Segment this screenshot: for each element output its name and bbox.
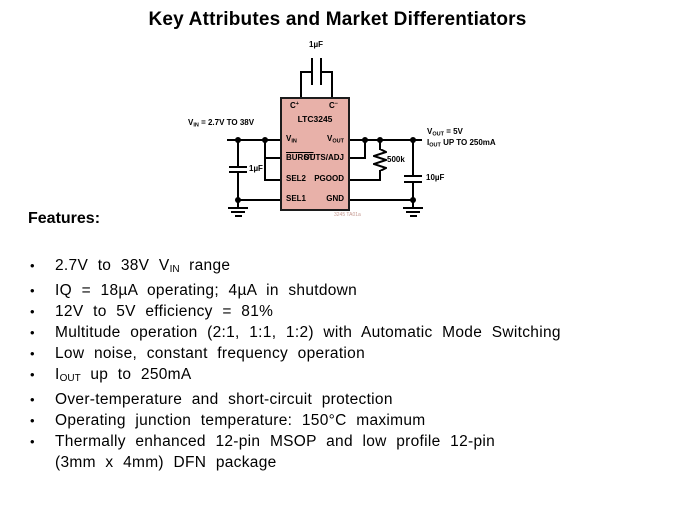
wire — [412, 139, 414, 176]
bullet-marker: • — [30, 325, 35, 340]
bullet-marker: • — [30, 367, 35, 382]
feature-text: Multitude operation (2:1, 1:1, 1:2) with… — [55, 324, 561, 341]
ground-symbol — [410, 215, 417, 217]
page-title: Key Attributes and Market Differentiator… — [148, 9, 527, 30]
wire — [300, 71, 302, 98]
figure-reference: 3245 TA01a — [334, 212, 361, 218]
wire — [379, 170, 381, 181]
cap-top-label: 1µF — [309, 40, 323, 49]
bullet-marker: • — [30, 283, 35, 298]
wire — [350, 199, 414, 201]
features-list: • 2.7V to 38V VIN range • IQ = 18µA oper… — [30, 255, 670, 473]
feature-item: • Operating junction temperature: 150°C … — [30, 410, 670, 431]
bullet-marker: • — [30, 258, 35, 273]
feature-item: • Over-temperature and short-circuit pro… — [30, 389, 670, 410]
feature-item: • Low noise, constant frequency operatio… — [30, 343, 670, 364]
wire — [412, 183, 414, 208]
capacitor-plate — [320, 58, 322, 85]
circuit-diagram: 1µF VIN = 2.7V TO 38V 1µF C+ C− LTC3245 — [0, 0, 675, 240]
pin-vin: VIN — [286, 134, 297, 145]
wire — [322, 71, 333, 73]
resistor-label: 500k — [387, 155, 405, 164]
bullet-marker: • — [30, 413, 35, 428]
resistor-zigzag — [373, 149, 387, 171]
iout-label: IOUT UP TO 250mA — [427, 138, 496, 149]
feature-item: • IOUT up to 250mA — [30, 364, 670, 389]
pin-outs-adj: OUTS/ADJ — [303, 153, 344, 162]
wire — [264, 139, 266, 181]
feature-text: Thermally enhanced 12-pin MSOP and low p… — [55, 433, 496, 471]
features-heading: Features: — [28, 210, 101, 227]
feature-item: • 12V to 5V efficiency = 81% — [30, 301, 670, 322]
feature-text: IQ = 18µA operating; 4µA in shutdown — [55, 282, 358, 299]
capacitor-plate — [229, 166, 247, 168]
ground-symbol — [403, 207, 423, 209]
bullet-marker: • — [30, 304, 35, 319]
cap-in-label: 1µF — [249, 164, 263, 173]
capacitor-plate — [311, 58, 313, 85]
ic-ltc3245: C+ C− LTC3245 VIN BURST SEL2 SEL1 VOUT O… — [280, 97, 350, 211]
pin-c-plus: C+ — [290, 101, 299, 110]
bullet-marker: • — [30, 346, 35, 361]
wire — [264, 179, 280, 181]
wire — [300, 71, 311, 73]
feature-text: Operating junction temperature: 150°C ma… — [55, 412, 426, 429]
pin-pgood: PGOOD — [314, 174, 344, 183]
feature-item: • Thermally enhanced 12-pin MSOP and low… — [30, 431, 670, 473]
junction-dot — [235, 197, 241, 203]
ground-symbol — [228, 207, 248, 209]
capacitor-plate — [404, 175, 422, 177]
capacitor-plate — [229, 171, 247, 173]
chip-name: LTC3245 — [297, 114, 333, 124]
cap-out-label: 10µF — [426, 173, 445, 182]
pin-vout: VOUT — [327, 134, 344, 145]
feature-item: • Multitude operation (2:1, 1:1, 1:2) wi… — [30, 322, 670, 343]
feature-text: Low noise, constant frequency operation — [55, 345, 366, 362]
wire — [237, 199, 280, 201]
junction-dot — [410, 197, 416, 203]
pin-c-minus: C− — [329, 101, 338, 110]
pin-burst: BURST — [286, 153, 314, 162]
vout-label: VOUT = 5V — [427, 127, 463, 138]
wire — [331, 71, 333, 98]
feature-text: 12V to 5V efficiency = 81% — [55, 303, 274, 320]
feature-item: • IQ = 18µA operating; 4µA in shutdown — [30, 280, 670, 301]
feature-item: • 2.7V to 38V VIN range — [30, 255, 670, 280]
wire — [364, 139, 366, 159]
pin-sel2: SEL2 — [286, 174, 307, 183]
ground-symbol — [406, 211, 420, 213]
pin-gnd: GND — [326, 194, 344, 203]
feature-text: IOUT up to 250mA — [55, 366, 192, 384]
wire — [237, 139, 239, 167]
wire — [237, 173, 239, 207]
bullet-marker: • — [30, 392, 35, 407]
ground-symbol — [231, 211, 245, 213]
bullet-marker: • — [30, 434, 35, 449]
wire — [379, 139, 381, 150]
vin-label: VIN = 2.7V TO 38V — [188, 118, 255, 129]
pin-sel1: SEL1 — [286, 194, 307, 203]
wire — [350, 157, 366, 159]
wire — [264, 157, 280, 159]
ground-symbol — [235, 215, 242, 217]
feature-text: Over-temperature and short-circuit prote… — [55, 391, 393, 408]
wire — [350, 179, 381, 181]
capacitor-plate — [404, 181, 422, 183]
feature-text: 2.7V to 38V VIN range — [55, 257, 231, 275]
wire — [227, 139, 280, 141]
wire — [350, 139, 422, 141]
